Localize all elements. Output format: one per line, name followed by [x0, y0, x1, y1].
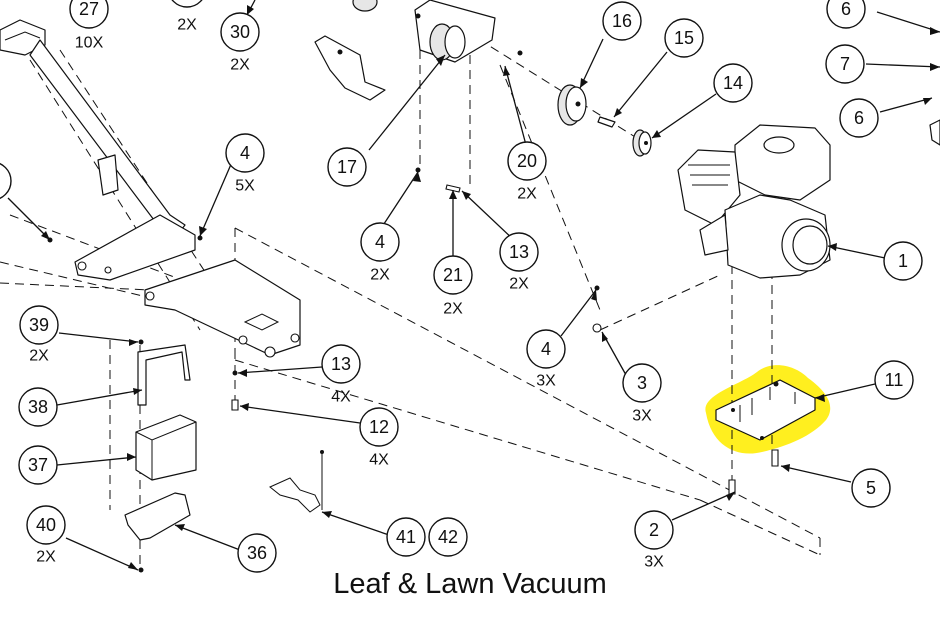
callout-qty: 10X	[75, 35, 104, 52]
callout-6-top: 6	[826, 0, 866, 29]
callout-13-upper: 13 2X	[499, 232, 539, 293]
callout-36: 36	[237, 533, 277, 573]
callout-qty: 2X	[517, 186, 537, 203]
callout-number: 41	[396, 527, 416, 547]
callout-top-2x: 2X	[171, 0, 203, 34]
callout-20: 20 2X	[507, 141, 547, 203]
callout-partial-left	[0, 162, 12, 200]
callout-number: 39	[29, 315, 49, 335]
callout-qty: 2X	[29, 348, 49, 365]
callout-number: 14	[723, 73, 743, 93]
callout-13-lower: 13 4X	[321, 344, 361, 406]
callout-number: 4	[240, 143, 250, 163]
leader-arrowheads	[41, 5, 940, 570]
engine	[677, 119, 940, 279]
callout-qty: 2X	[443, 301, 463, 318]
callout-12: 12 4X	[359, 407, 399, 469]
small-hardware	[47, 167, 461, 411]
callout-qty: 5X	[235, 178, 255, 195]
callout-number: 38	[28, 397, 48, 417]
callout-7: 7	[825, 44, 865, 84]
impeller	[314, 0, 523, 101]
callout-number: 21	[443, 265, 463, 285]
callout-qty: 2X	[230, 57, 250, 74]
engine-base-plate	[715, 379, 816, 441]
callout-11: 11	[874, 360, 914, 400]
callout-number: 5	[866, 478, 876, 498]
callout-number: 40	[36, 515, 56, 535]
callout-number: 6	[841, 0, 851, 19]
callout-37: 37	[18, 445, 58, 485]
callout-number: 7	[840, 54, 850, 74]
battery-bracket-set	[124, 339, 324, 573]
callout-4-lower: 4 3X	[526, 329, 566, 390]
callout-number: 16	[612, 11, 632, 31]
callout-number: 30	[230, 22, 250, 42]
mount-bolts	[592, 285, 779, 495]
pulley-set	[557, 84, 652, 157]
callout-number: 2	[649, 520, 659, 540]
callout-number: 12	[369, 417, 389, 437]
callout-number: 11	[885, 370, 904, 390]
callout-number: 42	[438, 527, 458, 547]
callout-6-lower: 6	[839, 98, 879, 138]
callout-qty: 2X	[177, 17, 197, 34]
callout-41: 41	[386, 517, 426, 557]
callout-qty: 3X	[632, 408, 652, 425]
callout-qty: 2X	[370, 267, 390, 284]
callout-17: 17	[327, 147, 367, 187]
callout-4-upper: 4 5X	[225, 133, 265, 195]
callout-39: 39 2X	[19, 305, 59, 365]
callout-number: 6	[854, 108, 864, 128]
callout-qty: 4X	[369, 452, 389, 469]
callout-qty: 2X	[36, 549, 56, 566]
callout-qty: 3X	[644, 554, 664, 571]
callout-number: 3	[637, 373, 647, 393]
chassis-plate	[74, 154, 301, 358]
callout-qty: 3X	[536, 373, 556, 390]
callout-number: 15	[674, 28, 694, 48]
callout-40: 40 2X	[26, 505, 66, 566]
callout-2: 2 3X	[634, 510, 674, 571]
callout-number: 20	[517, 151, 537, 171]
callout-30: 30 2X	[220, 12, 260, 74]
callout-qty: 2X	[509, 276, 529, 293]
callout-number: 13	[331, 354, 351, 374]
callout-42: 42	[428, 517, 468, 557]
leader-lines	[7, 0, 940, 571]
callout-21: 21 2X	[433, 255, 473, 318]
callout-15: 15	[664, 18, 704, 58]
callout-27: 27 10X	[69, 0, 109, 52]
callout-1: 1	[883, 241, 923, 281]
callout-4-mid: 4 2X	[360, 222, 400, 284]
callout-14: 14	[713, 63, 753, 103]
callout-number: 17	[337, 157, 357, 177]
callout-number: 1	[898, 251, 908, 271]
callout-qty: 4X	[331, 389, 351, 406]
callout-number: 13	[509, 242, 529, 262]
callout-number: 27	[79, 0, 99, 19]
callout-number: 36	[247, 543, 267, 563]
callout-number: 4	[375, 232, 385, 252]
callout-number: 4	[541, 339, 551, 359]
callout-5: 5	[851, 468, 891, 508]
handle-frame	[0, 19, 186, 239]
callout-38: 38	[18, 387, 58, 427]
callout-number: 37	[28, 455, 48, 475]
callout-3: 3 3X	[622, 363, 662, 425]
diagram-caption: Leaf & Lawn Vacuum	[333, 568, 607, 600]
callout-16: 16	[602, 1, 642, 41]
